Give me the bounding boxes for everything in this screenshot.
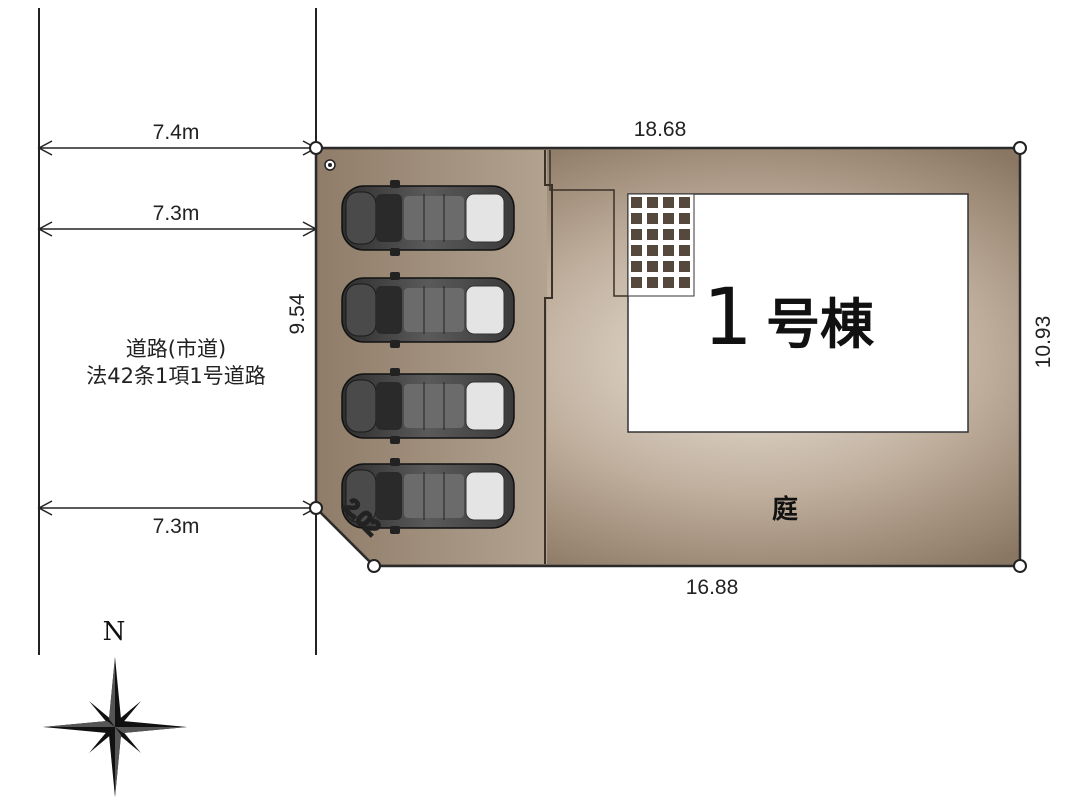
entrance-terrace-grid [627,193,695,297]
road-name-label: 道路(市道) [126,337,226,361]
north-label: N [103,617,126,647]
boundary-marker [309,141,323,155]
boundary-markers [309,141,1027,573]
east-edge-dimension: 10.93 [1032,316,1055,369]
road-width-label: 7.3m [153,515,200,538]
garden-label: 庭 [772,494,798,525]
road-width-dimension-2: 7.3m [37,202,318,237]
interior-fence-line-2 [549,150,628,297]
parking-car-2 [341,271,515,349]
compass-rose-icon [43,657,187,797]
parking-car-3 [341,367,515,445]
road-width-label: 7.4m [153,121,200,144]
road-classification-label: 法42条1項1号道路 [86,364,265,388]
north-edge-dimension: 18.68 [634,118,687,141]
boundary-marker [1013,559,1027,573]
north-compass: N [43,617,187,797]
boundary-marker [1013,141,1027,155]
road-width-dimension-1: 7.4m [37,121,318,156]
road-width-dimension-3: 7.3m [37,500,318,538]
west-edge-dimension: 9.54 [286,293,309,334]
boundary-marker [309,501,323,515]
south-edge-dimension: 16.88 [686,576,739,599]
building-label: 号棟 [766,293,875,356]
interior-fence-line [544,150,553,564]
parking-car-1 [341,179,515,257]
boundary-marker [367,559,381,573]
parking-area [318,150,547,564]
road-width-label: 7.3m [153,202,200,225]
building-number: 1 [703,273,753,363]
